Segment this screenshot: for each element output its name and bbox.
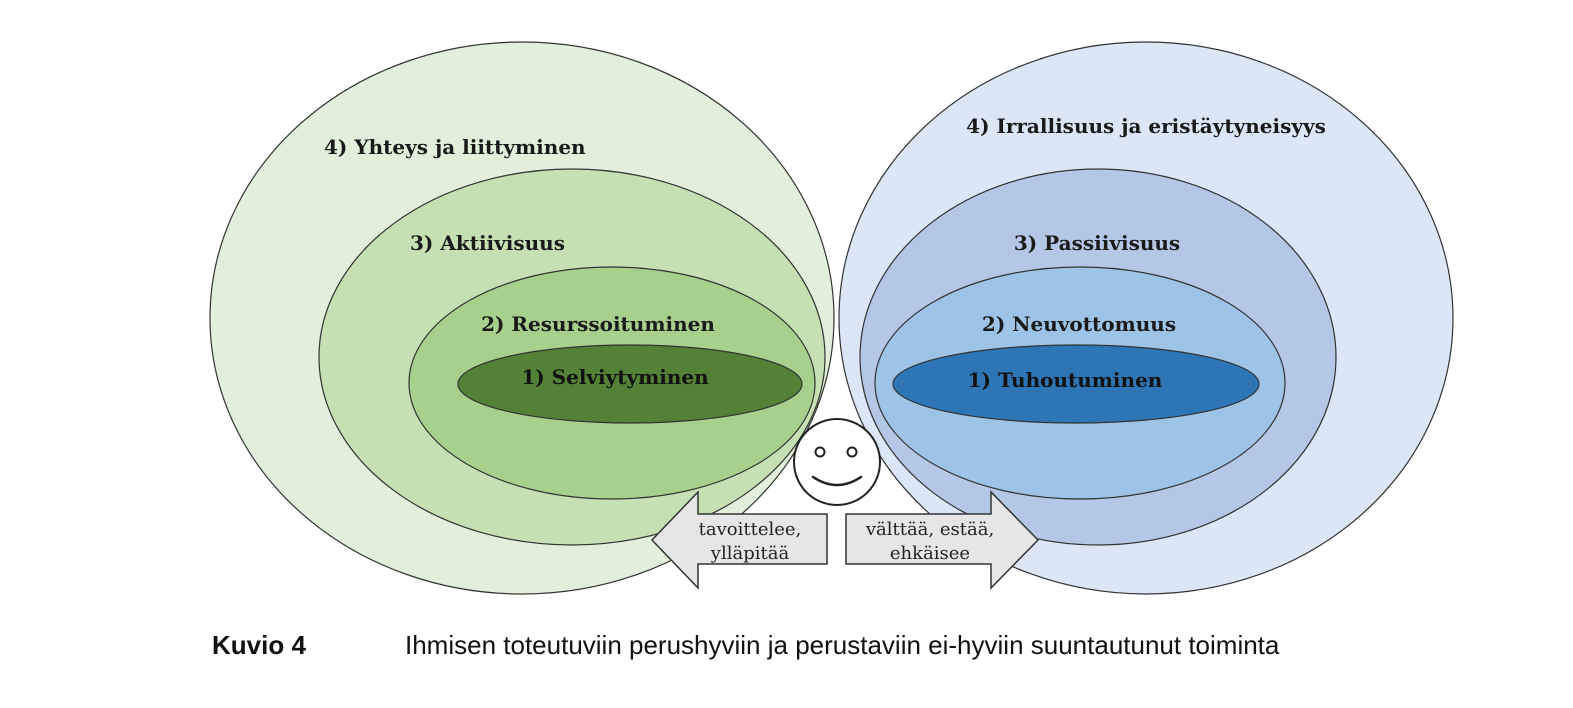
left-arrow-line1: tavoittelee, — [699, 519, 802, 540]
figure-caption: Kuvio 4 Ihmisen toteutuviin perushyviin j… — [212, 630, 1279, 661]
left-level1-label: 1) Selviytyminen — [521, 365, 709, 389]
right-arrow: välttää, estää, ehkäisee — [845, 490, 1040, 590]
left-group: 4) Yhteys ja liittyminen 3) Aktiivisuus … — [209, 41, 835, 595]
left-level3-label: 3) Aktiivisuus — [410, 231, 565, 255]
right-level4-label: 4) Irrallisuus ja eristäytyneisyys — [966, 114, 1326, 138]
figure-caption-text: Ihmisen toteutuviin perushyviin ja perus… — [405, 630, 1280, 660]
smiley-face-icon — [793, 418, 881, 506]
left-level4-label: 4) Yhteys ja liittyminen — [324, 135, 586, 159]
right-circle-level1 — [892, 344, 1260, 424]
left-arrow-shape — [650, 490, 828, 590]
right-arrow-line2: ehkäisee — [890, 543, 970, 564]
figure-number: Kuvio 4 — [212, 630, 306, 660]
left-arrow: tavoittelee, ylläpitää — [650, 490, 828, 590]
left-level2-label: 2) Resurssoituminen — [481, 312, 715, 336]
right-group: 4) Irrallisuus ja eristäytyneisyys 3) Pa… — [838, 41, 1454, 595]
diagram: 4) Irrallisuus ja eristäytyneisyys 3) Pa… — [209, 41, 1454, 595]
right-level3-label: 3) Passiivisuus — [1014, 231, 1180, 255]
right-level2-label: 2) Neuvottomuus — [982, 312, 1176, 336]
right-level1-label: 1) Tuhoutuminen — [968, 368, 1163, 392]
left-arrow-line2: ylläpitää — [710, 543, 790, 564]
left-circle-level1 — [457, 344, 803, 424]
right-arrow-shape — [845, 490, 1040, 590]
right-arrow-line1: välttää, estää, — [865, 519, 994, 540]
